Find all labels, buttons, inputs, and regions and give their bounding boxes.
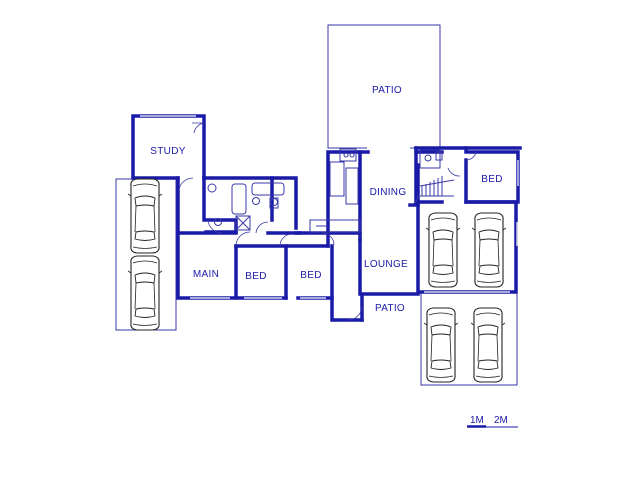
room-label-bed-middle-2: BED (300, 270, 321, 281)
car-left-top (127, 178, 163, 254)
room-label-patio-top: PATIO (372, 85, 402, 96)
windows (140, 115, 519, 299)
car-carport-left (423, 307, 459, 383)
stair-and-wc (419, 149, 461, 197)
car-carport-right (470, 307, 506, 383)
car-garage-left (425, 212, 461, 288)
scale-label-2m: 2M (494, 415, 508, 426)
scale-bar: 1M 2M (467, 415, 518, 428)
doors (178, 122, 477, 321)
room-label-lounge: LOUNGE (364, 259, 408, 270)
kitchen-fixtures (309, 148, 361, 233)
car-garage-right (471, 212, 507, 288)
room-label-study: STUDY (150, 146, 185, 157)
walls (131, 114, 522, 322)
scale-label-1m: 1M (470, 415, 484, 426)
room-label-bed-right: BED (481, 174, 502, 185)
room-label-main: MAIN (193, 269, 219, 280)
room-label-bed-middle-1: BED (245, 271, 266, 282)
room-label-patio-bottom: PATIO (375, 303, 405, 314)
room-label-dining: DINING (370, 187, 407, 198)
bathroom-fixtures (207, 182, 285, 231)
car-left-bottom (127, 255, 163, 331)
